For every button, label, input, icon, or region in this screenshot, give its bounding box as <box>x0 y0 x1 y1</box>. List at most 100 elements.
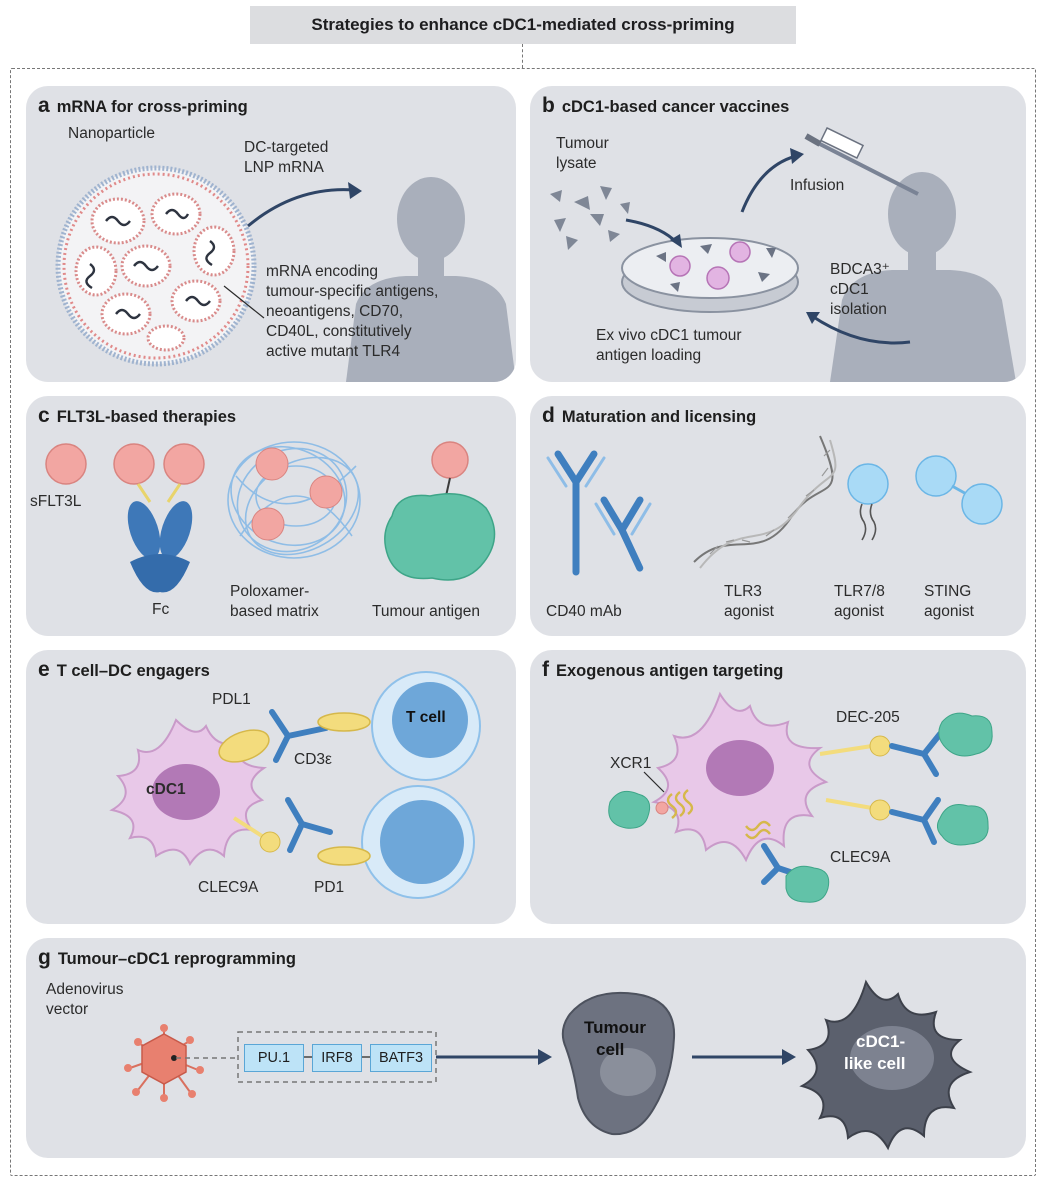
human-silhouette-icon <box>346 177 516 382</box>
clec9a-label: CLEC9A <box>830 849 891 866</box>
infusion-arrow <box>740 154 797 213</box>
outer-dashed-frame <box>10 68 1036 1176</box>
gene-batf3: BATF3 <box>378 1050 424 1066</box>
loading-label-2: antigen loading <box>596 347 702 364</box>
isolation-label-2: cDC1 <box>830 281 869 298</box>
panel-b-graphics <box>550 126 1016 382</box>
clec9a-receptor-icon <box>232 816 281 853</box>
matrix-label-2: based matrix <box>230 603 319 620</box>
panel-b-letter: b <box>542 94 555 117</box>
tumour-cell-label-1: Tumour <box>584 1018 647 1037</box>
xcr1-receptor-bottom-icon <box>745 820 771 840</box>
panel-d-graphics <box>546 435 1003 576</box>
mrna-desc-1: mRNA encoding <box>266 263 379 280</box>
cdc1-like-cell-icon <box>799 979 973 1151</box>
syringe-icon <box>804 126 919 196</box>
sflt3l-label: sFLT3L <box>30 493 82 510</box>
xcr1-pointer-line <box>643 771 665 793</box>
panel-a-graphics: Nanoparticle <box>55 125 516 382</box>
pdl1-label: PDL1 <box>212 691 251 708</box>
delivery-arrow <box>247 188 355 228</box>
cd3e-label: CD3ε <box>294 751 332 768</box>
infusion-label: Infusion <box>790 177 845 194</box>
mrna-desc-3: neoantigens, CD70, <box>266 303 404 320</box>
sting-agonist-icon <box>915 455 1003 525</box>
isolation-label-1: BDCA3⁺ <box>830 261 890 278</box>
tcell-label: T cell <box>406 709 446 726</box>
mrna-desc-2: tumour-specific antigens, <box>266 283 439 300</box>
figure-title: Strategies to enhance cDC1-mediated cros… <box>311 15 735 34</box>
adenovirus-icon <box>124 1024 204 1102</box>
panel-d-letter: d <box>542 404 555 427</box>
panel-c-letter: c <box>38 404 50 427</box>
lysate-arrow <box>625 218 678 244</box>
poloxamer-matrix-icon <box>227 441 361 559</box>
tlr78-agonist-icon <box>847 463 889 541</box>
panel-f-graphics <box>608 691 993 903</box>
tlr78-label-2: agonist <box>834 603 884 620</box>
delivery-arrow-head <box>348 182 362 199</box>
cd40-label: CD40 mAb <box>546 603 622 620</box>
cdc1-cell-icon <box>651 691 829 863</box>
sting-label-1: STING <box>924 583 972 600</box>
tlr78-label-1: TLR7/8 <box>834 583 885 600</box>
panel-a-letter: a <box>38 94 50 117</box>
nanoparticle-label: Nanoparticle <box>68 125 155 142</box>
vector-label-2: vector <box>46 1001 89 1018</box>
tumour-cell-label-2: cell <box>596 1040 625 1059</box>
lysate-label-1: Tumour <box>556 135 609 152</box>
pd1-label: PD1 <box>314 879 345 896</box>
gene-cassette-box <box>237 1031 437 1083</box>
gene-batf3-box: BATF3 <box>370 1044 432 1072</box>
clec9a-label: CLEC9A <box>198 879 259 896</box>
t-cell-bottom-icon <box>361 785 475 899</box>
cdc1-like-label-1: cDC1- <box>856 1032 906 1051</box>
vector-label-1: Adenovirus <box>46 981 124 998</box>
matrix-label-1: Poloxamer- <box>230 583 310 600</box>
antigen-dec205-icon <box>938 712 993 757</box>
clec9a-receptor-icon <box>825 798 891 821</box>
gene-irf8-box: IRF8 <box>312 1044 362 1072</box>
tlr3-label-2: agonist <box>724 603 774 620</box>
tlr3-label-1: TLR3 <box>724 583 762 600</box>
cdc1-label: cDC1 <box>146 781 186 798</box>
panel-e-letter: e <box>38 658 50 681</box>
bispecific-engager-bottom-icon <box>285 797 333 853</box>
cd3e-receptor-icon <box>317 712 371 732</box>
dec205-antibody-icon <box>889 731 943 777</box>
cdc1-like-label-2: like cell <box>844 1054 906 1073</box>
gene-pu1: PU.1 <box>257 1050 291 1066</box>
t-cell-top-icon <box>371 671 481 781</box>
cd40-antibody-icon <box>554 450 644 576</box>
antigen-bottom-icon <box>785 865 830 903</box>
nanoparticle-icon <box>55 165 257 367</box>
title-connector <box>522 44 523 68</box>
petri-dish-icon <box>621 237 799 313</box>
antigen-label: Tumour antigen <box>372 603 480 620</box>
lysate-label-2: lysate <box>556 155 597 172</box>
human-silhouette-icon <box>830 172 1016 382</box>
isolation-label-3: isolation <box>830 301 887 318</box>
sting-label-2: agonist <box>924 603 974 620</box>
panel-f-letter: f <box>542 658 549 681</box>
antigen-clec9a-icon <box>936 804 989 846</box>
pd1-receptor-icon <box>317 846 371 866</box>
mrna-pointer-line <box>223 285 265 319</box>
xcr1-receptor-icon <box>666 789 694 819</box>
figure-title-box: Strategies to enhance cDC1-mediated cros… <box>250 6 796 44</box>
bispecific-engager-top-icon <box>269 709 329 763</box>
clec9a-antibody-icon <box>889 797 941 845</box>
loading-label-1: Ex vivo cDC1 tumour <box>596 327 742 344</box>
tumour-antigen-icon <box>384 441 496 581</box>
mrna-desc-4: CD40L, constitutively <box>266 323 412 340</box>
mrna-desc-5: active mutant TLR4 <box>266 343 401 360</box>
panel-g-letter: g <box>38 946 51 969</box>
